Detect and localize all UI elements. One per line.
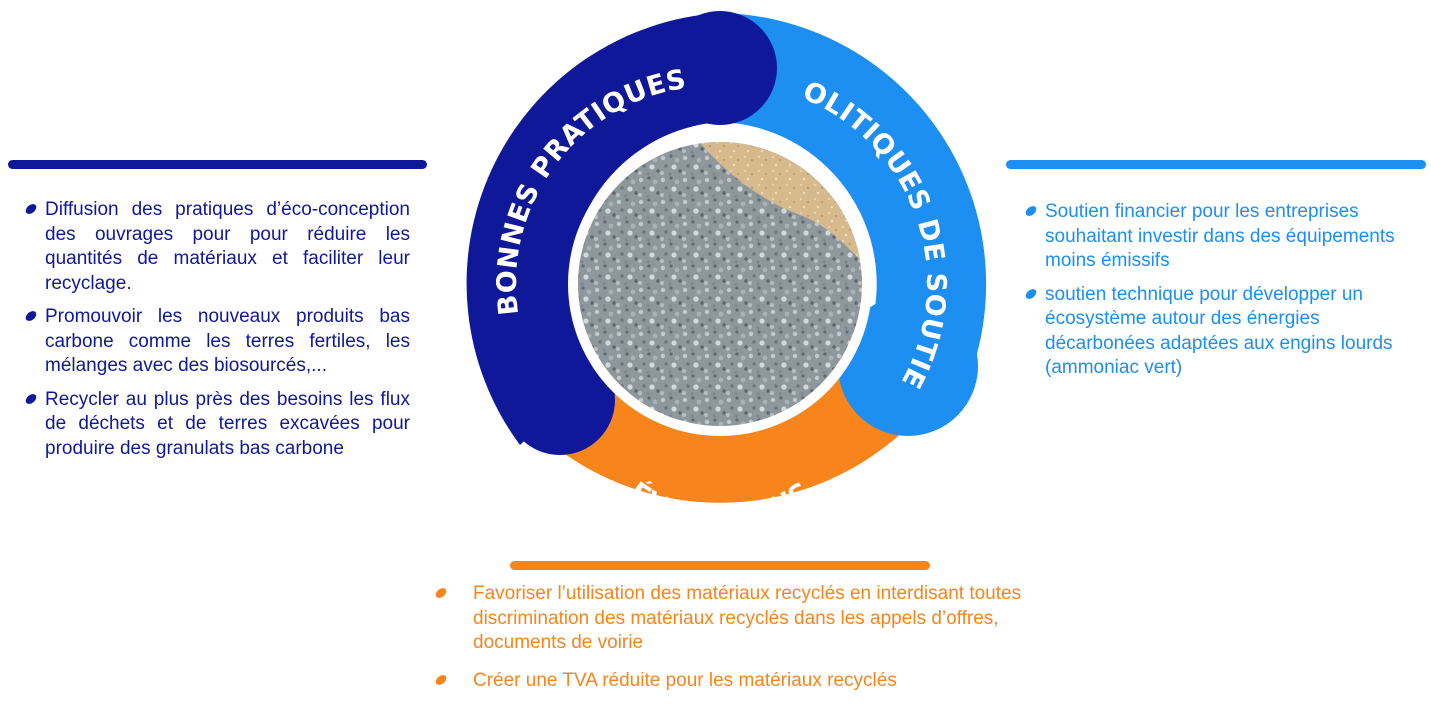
bullet-icon (1023, 286, 1039, 301)
bonnes-pratiques-list: Diffusion des pratiques d’éco-conception… (22, 198, 410, 470)
bottom-divider-bar (510, 561, 930, 570)
list-item: Promouvoir les nouveaux produits bas car… (22, 305, 410, 379)
list-item: Soutien financier pour les entreprises s… (1022, 200, 1412, 274)
list-item: Diffusion des pratiques d’éco-conception… (22, 198, 410, 296)
bullet-icon (433, 672, 449, 687)
list-item: soutien technique pour développer un éco… (1022, 283, 1412, 381)
bullet-icon (1023, 204, 1039, 218)
bullet-icon (23, 202, 39, 216)
politiques-list: Soutien financier pour les entreprises s… (1022, 200, 1412, 390)
bullet-icon (23, 309, 39, 323)
bullet-icon (23, 391, 39, 406)
bullet-icon (433, 586, 449, 600)
list-item: Créer une TVA réduite pour les matériaux… (433, 669, 1034, 694)
evolutions-list: Favoriser l’utilisation des matériaux re… (433, 582, 1034, 706)
right-divider-bar (1006, 160, 1426, 169)
list-item: Recycler au plus près des besoins les fl… (22, 388, 410, 462)
list-item: Favoriser l’utilisation des matériaux re… (433, 582, 1034, 656)
segment-bonnes-pratiques (466, 11, 777, 455)
left-divider-bar (8, 160, 427, 169)
